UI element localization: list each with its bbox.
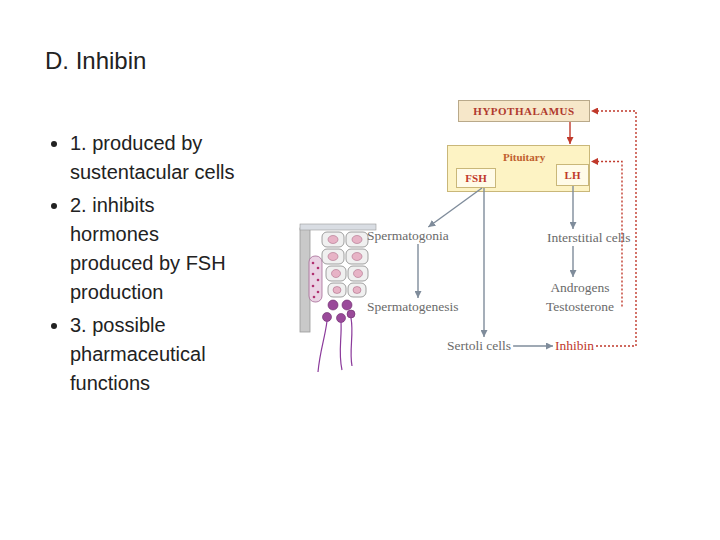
flow-arrow: [513, 345, 553, 346]
slide-title: D. Inhibin: [45, 47, 146, 75]
cell-label: Sertoli cells: [447, 338, 511, 354]
node-text: Interstitial cells: [547, 230, 631, 246]
flow-arrow: [483, 188, 484, 337]
node-text: Pituitary: [503, 151, 589, 163]
bullet-list: 1. produced by sustentacular cells2. inh…: [45, 129, 242, 402]
bullet-point: 2. inhibits hormones produced by FSH pro…: [70, 191, 242, 307]
hormone-box: FSH: [456, 168, 496, 188]
flow-arrow: [569, 122, 570, 144]
bullet-point: 1. produced by sustentacular cells: [70, 129, 242, 187]
node-text: FSH: [465, 172, 486, 184]
hormone-box: LH: [556, 164, 589, 186]
flow-arrow: [428, 188, 482, 227]
node-text: LH: [565, 169, 581, 181]
process-label: Interstitial cells: [547, 230, 631, 246]
gland-box: PituitaryFSH LH: [447, 145, 590, 192]
cell-nuclei: [328, 236, 363, 294]
node-text: Spermatogonia: [367, 228, 449, 244]
basement-membrane: [300, 228, 310, 332]
flow-arrow: [572, 246, 573, 277]
node-text: Inhibin: [555, 338, 594, 354]
hormone-label: Androgens Testosterone: [540, 278, 620, 316]
germ-cells: [322, 232, 368, 297]
process-label: Spermatogenesis: [367, 299, 458, 315]
node-text: Sertoli cells: [447, 338, 511, 354]
tubule-wall: [300, 224, 376, 230]
spermatids: [323, 300, 356, 323]
flow-arrow: [572, 186, 573, 229]
flow-arrow: [417, 244, 418, 298]
process-label: Spermatogonia: [367, 228, 449, 244]
sertoli-cell: [309, 256, 322, 302]
node-text: HYPOTHALAMUS: [473, 105, 574, 117]
node-text: Androgens Testosterone: [540, 278, 620, 316]
hormone-label: Inhibin: [555, 338, 594, 354]
node-text: Spermatogenesis: [367, 299, 458, 315]
gland-box: HYPOTHALAMUS: [458, 100, 590, 122]
sperm-tails: [318, 318, 352, 372]
bullet-point: 3. possible pharmaceutical functions: [70, 311, 242, 398]
